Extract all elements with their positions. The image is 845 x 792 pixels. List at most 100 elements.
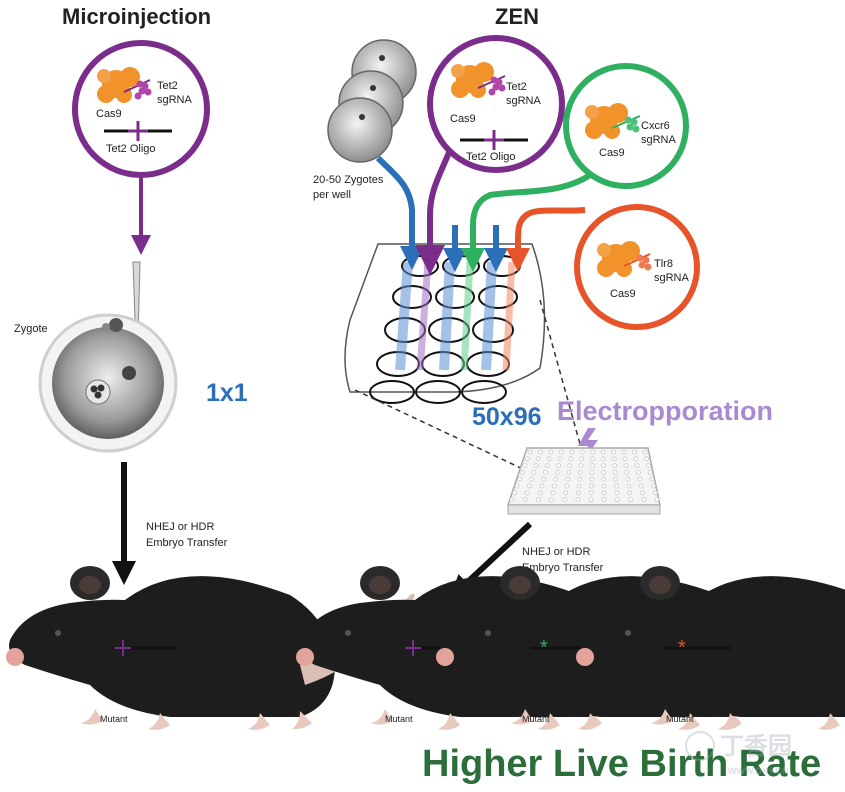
- plate-well-dot: [624, 469, 630, 475]
- plate-well-dot: [638, 483, 644, 489]
- plate-well-dot: [614, 490, 620, 496]
- plate-well-dot: [541, 476, 547, 482]
- plate-well-dot: [654, 497, 660, 503]
- plate-well-dot: [589, 483, 594, 489]
- plate-well-dot: [569, 449, 575, 455]
- plate-well-dot: [519, 469, 525, 475]
- plate-well-dot: [575, 497, 581, 503]
- plate-well-dot: [525, 490, 530, 496]
- plate-well-dot: [577, 476, 583, 482]
- plate-well-dot: [647, 469, 653, 475]
- scale-50x96-label: 50x96: [472, 403, 542, 431]
- sgrna-icon: [611, 115, 641, 133]
- zygote-label: Zygote: [14, 323, 48, 335]
- purple-tet2-arrow: [415, 148, 453, 275]
- microinjection-title: Microinjection: [62, 4, 211, 29]
- plate-well-dot: [546, 456, 552, 462]
- plate-well-dots: [509, 449, 660, 503]
- plate-well-dot: [590, 456, 595, 462]
- plate-well-dot: [601, 476, 607, 482]
- plate-well-dot: [589, 463, 595, 469]
- mouse-left: [6, 566, 415, 730]
- well-plate-inset: [344, 243, 546, 404]
- left-transfer-line2: Embryo Transfer: [146, 537, 228, 549]
- plate-well-dot: [601, 469, 606, 475]
- plate-well-dot: [579, 449, 585, 455]
- plate-well-dot: [636, 469, 641, 475]
- plate-well-dot: [522, 463, 528, 469]
- plate-well-dot: [600, 456, 606, 462]
- tet2-sgrna-circle: Tet2 sgRNA Cas9 Tet2 Oligo: [427, 35, 565, 173]
- plate-well-dot: [566, 469, 572, 475]
- tet2-oligo-label: Tet2 Oligo: [466, 151, 516, 163]
- left-transfer-line1: NHEJ or HDR: [146, 521, 215, 533]
- plate-well-dot: [640, 490, 645, 496]
- tet2-cas9-label: Cas9: [450, 113, 476, 125]
- plate-well-dot: [611, 456, 617, 462]
- plate-well-dot: [626, 483, 632, 489]
- plate-well-dot: [637, 476, 643, 482]
- plate-well-dot: [612, 463, 618, 469]
- oligo-icon: [104, 121, 172, 141]
- zygote-icon: [38, 313, 178, 453]
- plate-well-dot: [552, 483, 557, 489]
- plate-well-dot: [567, 463, 573, 469]
- plate-well-dot: [544, 463, 550, 469]
- mutant-label-left: Mutant: [100, 714, 128, 724]
- plate-well-dot: [554, 469, 560, 475]
- cxcr6-gene-label: Cxcr6: [641, 120, 670, 132]
- plate-well-dot: [537, 490, 543, 496]
- plate-well-dot: [576, 490, 581, 496]
- plate-well-dot: [522, 497, 528, 503]
- plate-well-dot: [579, 456, 584, 462]
- oligo-label: Tet2 Oligo: [106, 143, 156, 155]
- lightning-icon: [578, 428, 598, 466]
- tlr8-cas9-label: Cas9: [610, 288, 636, 300]
- plate-well-dot: [601, 483, 607, 489]
- dashed-line-left: [354, 389, 526, 471]
- right-transfer-line2: Embryo Transfer: [522, 562, 604, 574]
- plate-well-dot: [621, 449, 627, 455]
- sgrna-icon: [477, 75, 506, 96]
- plate-well-dot: [543, 469, 548, 475]
- plate-well-dot: [578, 463, 584, 469]
- plate-well-dot: [529, 476, 535, 482]
- well-fill-streaks: [395, 261, 516, 371]
- plate-well-dot: [634, 463, 640, 469]
- green-cxcr6-arrow: [461, 172, 592, 272]
- plate-well-dot: [538, 449, 543, 455]
- tet2-sgrna-label: sgRNA: [506, 95, 542, 107]
- sgrna-label: sgRNA: [157, 94, 193, 106]
- plate-well-dot: [565, 476, 571, 482]
- plate-well-dot: [557, 456, 563, 462]
- plate-well-dot: [625, 476, 631, 482]
- plate-well-dot: [590, 449, 596, 455]
- electroporation-label: Electropporation: [557, 396, 773, 426]
- plate-well-dot: [531, 469, 537, 475]
- watermark-text: 丁香园: [720, 733, 792, 760]
- plate-well-dot: [588, 490, 594, 496]
- plate-well-dot: [641, 497, 647, 503]
- plate-well-dot: [562, 497, 568, 503]
- plate-well-dot: [539, 483, 545, 489]
- plate-well-dot: [623, 463, 629, 469]
- oligo-icon: [460, 130, 528, 150]
- orange-tlr8-arrow: [506, 207, 586, 272]
- plate-well-dot: [553, 476, 559, 482]
- cxcr6-sgrna-label: sgRNA: [641, 134, 677, 146]
- plate-well-dot: [615, 497, 620, 503]
- plate-well-dot: [517, 476, 523, 482]
- mutant-label-right-3: Mutant: [666, 714, 694, 724]
- plate-well-dot: [601, 490, 607, 496]
- plate-well-dot: [622, 456, 628, 462]
- tet2-gene-label: Tet2: [506, 81, 527, 93]
- mutant-label-right-1: Mutant: [385, 714, 413, 724]
- watermark-url: WWW.DXY.CN: [728, 766, 789, 776]
- plate-well-dot: [514, 483, 520, 489]
- tlr8-sgrna-label: sgRNA: [654, 272, 690, 284]
- plate-well-dot: [644, 456, 650, 462]
- plate-well-dot: [578, 469, 583, 475]
- plate-well-dot: [601, 463, 606, 469]
- sgrna-gene-label: Tet2: [157, 80, 178, 92]
- zygotes-label-line1: 20-50 Zygotes: [313, 174, 384, 186]
